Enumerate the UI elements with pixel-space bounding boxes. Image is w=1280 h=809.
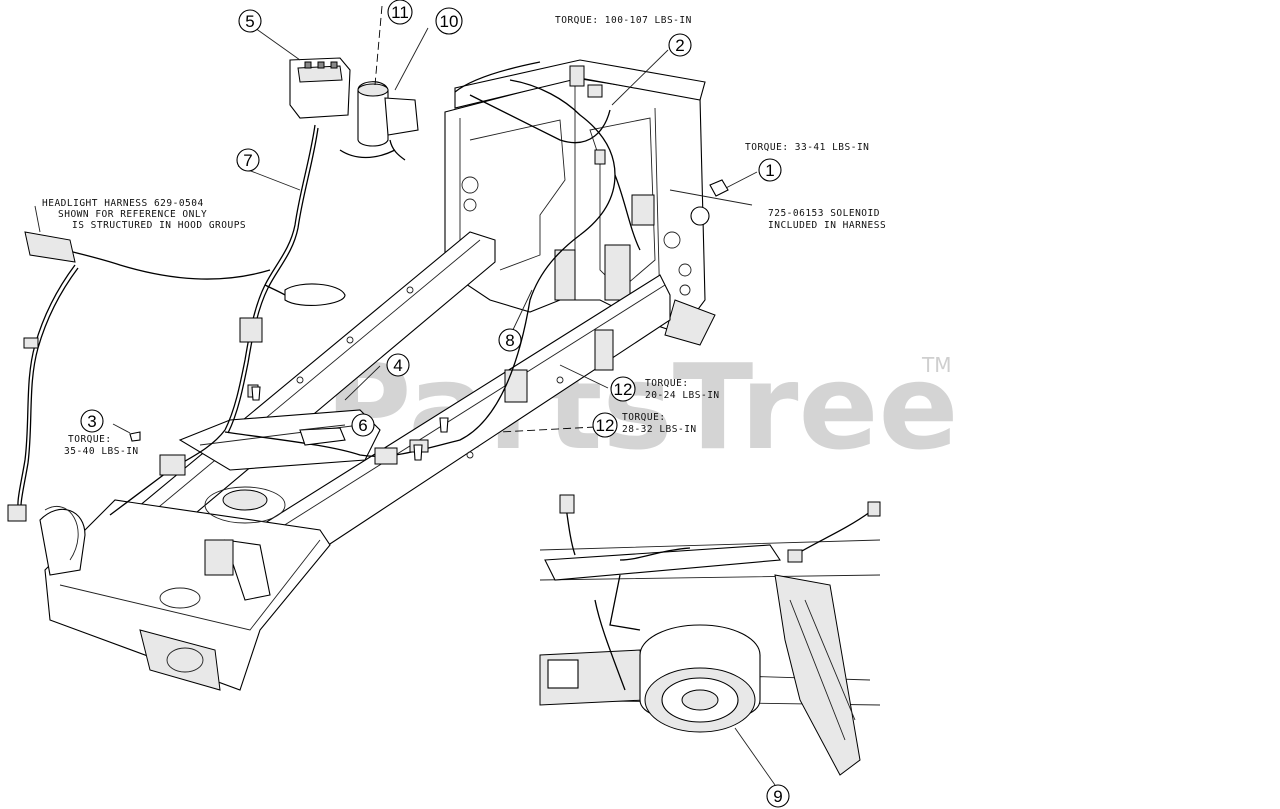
- svg-text:9: 9: [773, 787, 782, 806]
- svg-text:12: 12: [596, 416, 615, 435]
- svg-text:12: 12: [614, 380, 633, 399]
- svg-text:11: 11: [391, 3, 409, 22]
- svg-text:1: 1: [765, 161, 774, 180]
- callout-11: 11: [387, 0, 413, 25]
- note-torque-12a-line2: 20-24 LBS-IN: [645, 390, 720, 401]
- pto-clutch-inset: [539, 494, 881, 776]
- callout-7: 7: [236, 148, 260, 172]
- svg-text:8: 8: [505, 331, 514, 350]
- callout-4: 4: [386, 353, 410, 377]
- callout-12-upper: 12: [610, 376, 636, 402]
- note-torque-3-line2: 35-40 LBS-IN: [64, 446, 139, 457]
- note-solenoid-line1: 725-06153 SOLENOID: [768, 208, 880, 219]
- callout-10: 10: [435, 7, 463, 35]
- svg-text:5: 5: [245, 12, 254, 31]
- watermark-trademark: TM: [921, 353, 951, 377]
- hardware: [129, 179, 729, 461]
- callout-12-lower: 12: [592, 412, 618, 438]
- svg-text:4: 4: [393, 356, 402, 375]
- note-torque-12b-line2: 28-32 LBS-IN: [622, 424, 697, 435]
- svg-text:7: 7: [243, 151, 252, 170]
- svg-text:2: 2: [675, 36, 684, 55]
- callout-5: 5: [238, 9, 262, 33]
- wire-harness: [7, 61, 655, 522]
- callout-9: 9: [766, 784, 790, 808]
- callout-1: 1: [758, 158, 782, 182]
- callout-8: 8: [498, 328, 522, 352]
- note-torque-3-line1: TORQUE:: [68, 434, 112, 445]
- note-solenoid-line2: INCLUDED IN HARNESS: [768, 220, 886, 231]
- note-torque-2: TORQUE: 100-107 LBS-IN: [555, 15, 692, 26]
- note-headlight-line2: SHOWN FOR REFERENCE ONLY: [58, 209, 207, 220]
- note-headlight-line1: HEADLIGHT HARNESS 629-0504: [42, 198, 204, 209]
- callout-3: 3: [80, 409, 104, 433]
- leader-lines: [34, 5, 776, 786]
- callout-2: 2: [668, 33, 692, 57]
- note-torque-12a-line1: TORQUE:: [645, 378, 689, 389]
- svg-text:10: 10: [440, 12, 459, 31]
- svg-text:3: 3: [87, 412, 96, 431]
- callout-6: 6: [351, 413, 375, 437]
- note-torque-1: TORQUE: 33-41 LBS-IN: [745, 142, 869, 153]
- svg-text:6: 6: [358, 416, 367, 435]
- note-torque-12b-line1: TORQUE:: [622, 412, 666, 423]
- note-headlight-line3: IS STRUCTURED IN HOOD GROUPS: [72, 220, 246, 231]
- ignition-parts: [289, 57, 419, 161]
